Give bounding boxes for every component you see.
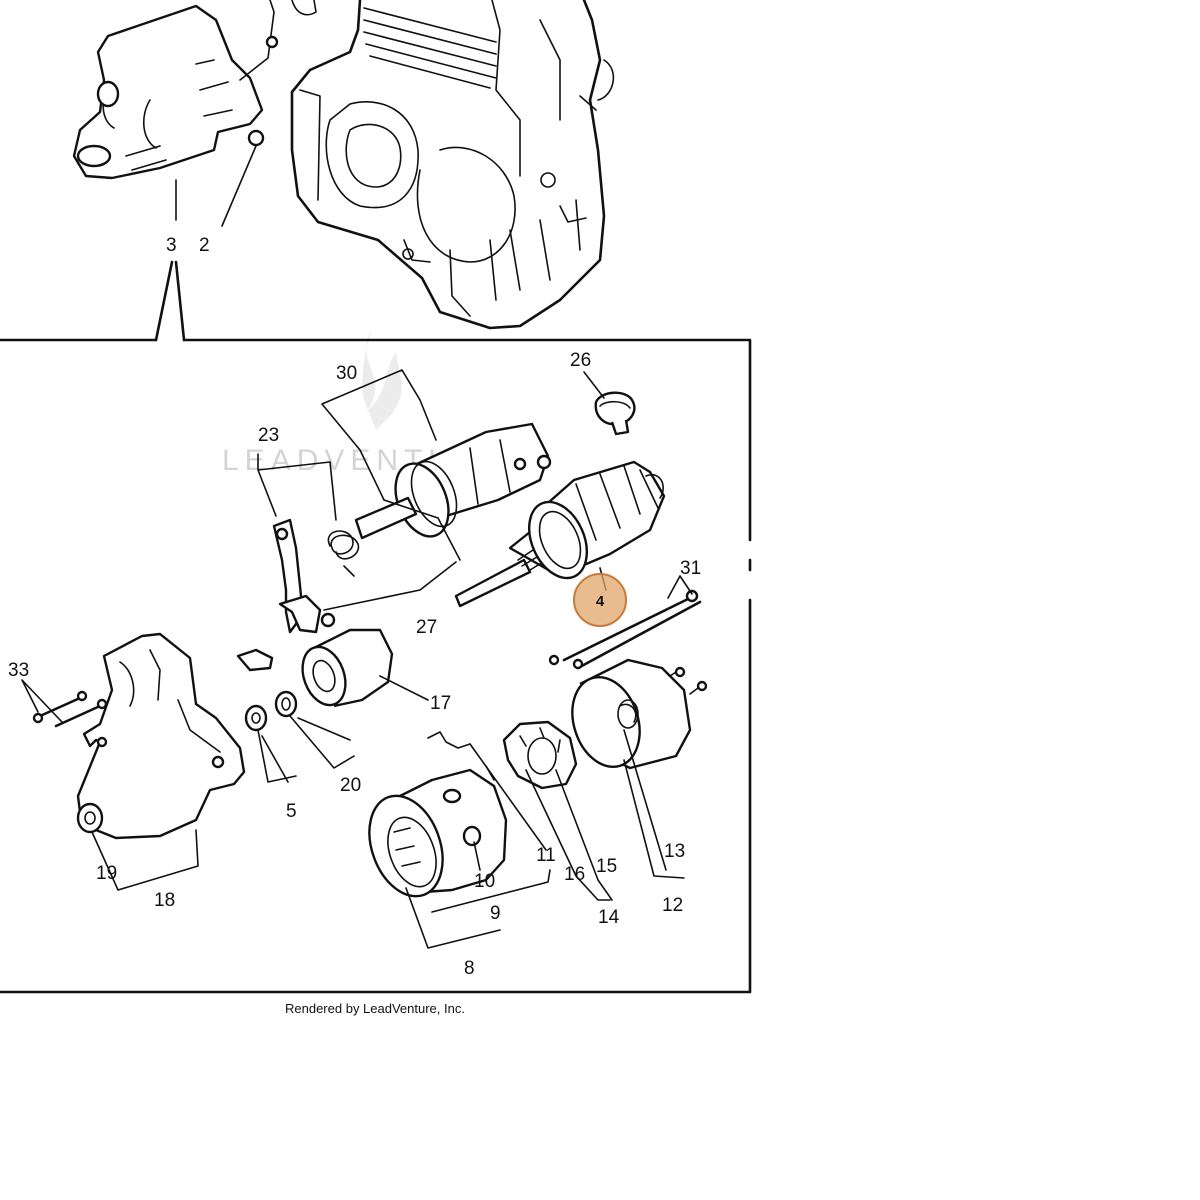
callout-5: 5 [286,801,297,822]
part-31-bolts [548,589,702,670]
leader-23 [257,453,337,521]
leader-30 [321,369,461,561]
callout-20: 20 [340,775,361,796]
part-12-end-frame [571,658,708,770]
callout-19: 19 [96,863,117,884]
part-23-spring [327,530,360,577]
part-33-bolts [32,690,108,728]
callout-26: 26 [570,350,591,371]
part-26-cap [594,391,636,436]
leader-18-19 [91,829,199,891]
leader-20 [289,715,355,769]
callout-18: 18 [154,890,175,911]
callout-16: 16 [564,864,585,885]
callout-13: 13 [664,841,685,862]
part-4-armature [454,460,666,608]
callout-27: 27 [416,617,437,638]
part-27-pin [320,612,336,628]
callout-14: 14 [598,907,620,928]
callout-11: 11 [536,845,556,866]
leader-33 [21,679,63,723]
callout-33: 33 [8,660,29,681]
leader-5 [257,729,297,783]
part-17-clutch [236,628,394,708]
part-14-brush-holder [502,720,578,790]
leader-14-15-16 [525,769,613,901]
callout-31: 31 [680,558,701,579]
callout-9: 9 [490,903,501,924]
callout-15: 15 [596,856,617,877]
callout-8: 8 [464,958,475,979]
callout-4[interactable]: 4 [596,593,605,610]
starter-assembly-top [72,0,317,180]
watermark-logo [362,330,402,430]
part-5-ring [244,704,268,732]
leader-26 [583,371,605,399]
leader-11 [469,743,547,851]
highlight-callout-4[interactable]: 4 [573,573,627,627]
callout-17: 17 [430,693,451,714]
leader-27 [323,561,457,611]
exploded-view-frame [0,338,752,994]
part-18-drive-housing [76,632,246,840]
leader-12-13 [623,729,685,879]
callout-3: 3 [166,235,177,256]
part-11-lead [427,731,471,749]
credit-text: Rendered by LeadVenture, Inc. [285,1001,465,1016]
part-30-solenoid [354,422,552,540]
leader-2 [221,145,257,227]
callout-2: 2 [199,235,210,256]
callout-12: 12 [662,895,683,916]
part-23-lever [272,518,322,634]
engine-assembly [290,0,615,330]
leader-31 [667,575,693,599]
leader-17 [379,675,429,701]
expansion-connector [154,260,186,342]
callout-10: 10 [474,871,495,892]
part-20-collar [274,690,298,718]
callout-23: 23 [258,425,279,446]
callout-30: 30 [336,363,357,384]
leader-8-9-10 [405,841,551,949]
part-9-yoke [368,765,508,898]
highlight-circle[interactable] [574,574,626,626]
